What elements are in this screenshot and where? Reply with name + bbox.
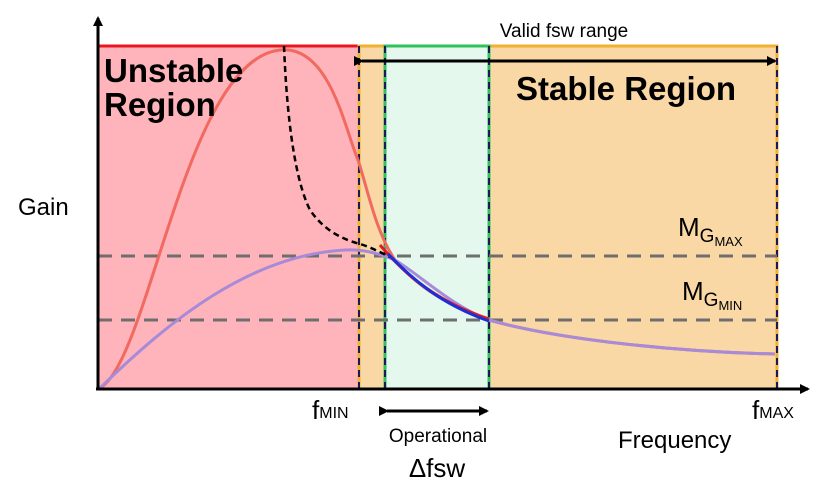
valid-range-label: Valid fsw range: [500, 21, 629, 42]
unstable-region-label-line2: Region: [104, 86, 216, 123]
mg-max-label: MGMAX: [678, 212, 743, 249]
operational-region: [383, 44, 491, 391]
delta-fsw-label: Δfsw: [409, 453, 466, 483]
peak-gain-envelope-curve: [282, 45, 393, 260]
f-min-label: fMIN: [312, 395, 349, 425]
y-axis-label: Gain: [18, 194, 69, 221]
f-max-label: fMAX: [752, 395, 794, 425]
stable-region-label: Stable Region: [516, 70, 736, 107]
operational-label: Operational: [389, 426, 487, 447]
mg-min-label: MGMIN: [682, 276, 742, 313]
operational-curve-blue: [386, 252, 490, 323]
x-axis-label: Frequency: [618, 427, 731, 454]
unstable-region: [96, 44, 361, 391]
unstable-region-label-line1: Unstable: [104, 52, 243, 89]
